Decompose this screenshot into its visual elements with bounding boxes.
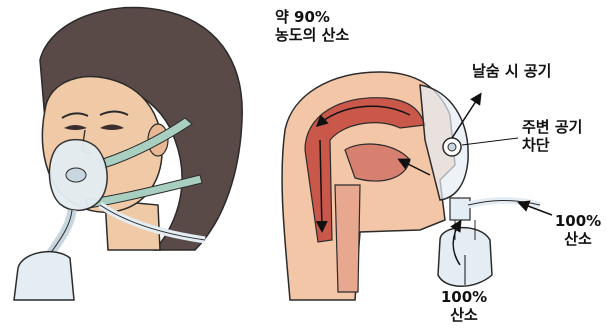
valve-connector xyxy=(450,198,470,220)
label-oxygen-right-line1: 100% xyxy=(553,212,603,230)
reservoir-bag xyxy=(14,252,74,300)
label-oxygen-right: 100% 산소 xyxy=(553,212,603,248)
label-oxygen-bottom-line2: 산소 xyxy=(436,306,492,324)
label-oxygen-bottom: 100% 산소 xyxy=(436,288,492,324)
label-oxygen-concentration-line1: 약 90% xyxy=(275,8,349,26)
label-ambient-block-line2: 차단 xyxy=(522,136,582,154)
label-oxygen-concentration: 약 90% 농도의 산소 xyxy=(275,8,349,44)
label-ambient-block: 주변 공기 차단 xyxy=(522,118,582,154)
label-ambient-block-line1: 주변 공기 xyxy=(522,118,582,136)
airway-cross-section xyxy=(282,72,552,300)
trachea xyxy=(335,185,360,292)
label-oxygen-right-line2: 산소 xyxy=(553,230,603,248)
label-oxygen-bottom-line1: 100% xyxy=(436,288,492,306)
label-oxygen-concentration-line2: 농도의 산소 xyxy=(275,26,349,44)
woman-with-mask xyxy=(14,7,242,300)
label-exhaled-air: 날숨 시 공기 xyxy=(472,62,551,80)
leader-ambient-block xyxy=(462,138,518,145)
